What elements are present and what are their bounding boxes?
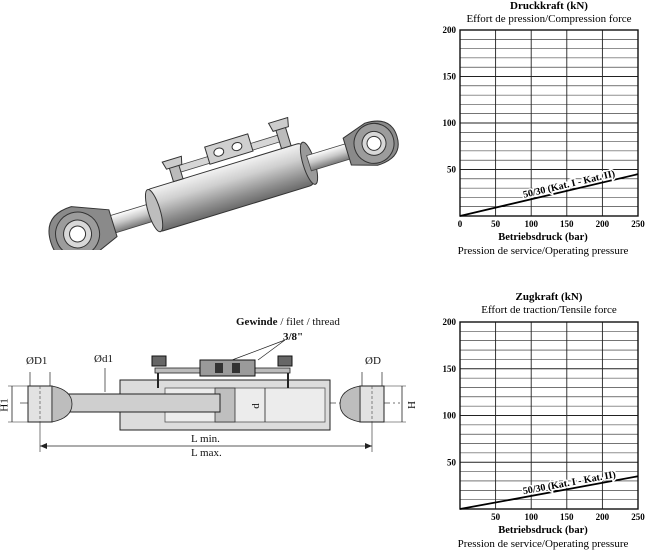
chart-subtitle: Effort de pression/Compression force [466,13,631,25]
y-tick-label: 200 [443,25,457,35]
x-tick-label: 100 [524,219,538,229]
y-tick-label: 150 [443,72,457,82]
cylinder-illustration [48,116,399,250]
plot-frame [459,29,639,217]
x-tick-label: 100 [524,512,538,522]
thread-size-label: 3/8" [283,331,304,343]
tensile-force-chart: Zugkraft (kN)Effort de traction/Tensile … [443,291,646,550]
x-axis-label-sub: Pression de service/Operating pressure [458,245,629,257]
x-tick-label: 50 [491,512,501,522]
y-tick-label: 100 [443,118,457,128]
x-tick-label: 200 [596,219,610,229]
dim-OD1-label: ØD1 [26,355,48,367]
dim-H-label: H [405,401,418,409]
x-axis-label-sub: Pression de service/Operating pressure [458,538,629,550]
dim-d1-label: Ød1 [94,353,113,365]
compression-force-chart: Druckkraft (kN)Effort de pression/Compre… [443,0,646,257]
dim-H1-label: H1 [0,398,11,412]
dim-d-label: d [249,403,262,409]
y-tick-label: 50 [447,165,457,175]
x-axis-label: Betriebsdruck (bar) [498,232,588,243]
dim-Lmax-label: L max. [191,447,222,459]
x-tick-label: 150 [560,219,574,229]
y-tick-label: 50 [447,457,457,467]
x-tick-label: 250 [631,219,645,229]
y-tick-label: 200 [443,317,457,327]
chart-title: Zugkraft (kN) [516,291,583,303]
dim-OD-label: ØD [365,355,381,367]
y-tick-label: 100 [443,411,457,421]
y-tick-label: 150 [443,364,457,374]
thread-label-bold: Gewinde [236,316,278,328]
thread-label: Gewinde / filet / thread [236,316,340,328]
series-line [459,173,639,217]
chart-subtitle: Effort de traction/Tensile force [481,304,617,316]
x-tick-label: 0 [458,219,463,229]
series-line [459,475,639,510]
thread-label-rest: / filet / thread [277,316,340,328]
technical-drawing [8,339,406,452]
x-tick-label: 200 [596,512,610,522]
dim-Lmin-label: L min. [191,433,220,445]
plot-frame [459,321,639,510]
x-tick-label: 150 [560,512,574,522]
x-tick-label: 250 [631,512,645,522]
x-axis-label: Betriebsdruck (bar) [498,525,588,536]
chart-title: Druckkraft (kN) [510,0,588,12]
x-tick-label: 50 [491,219,501,229]
